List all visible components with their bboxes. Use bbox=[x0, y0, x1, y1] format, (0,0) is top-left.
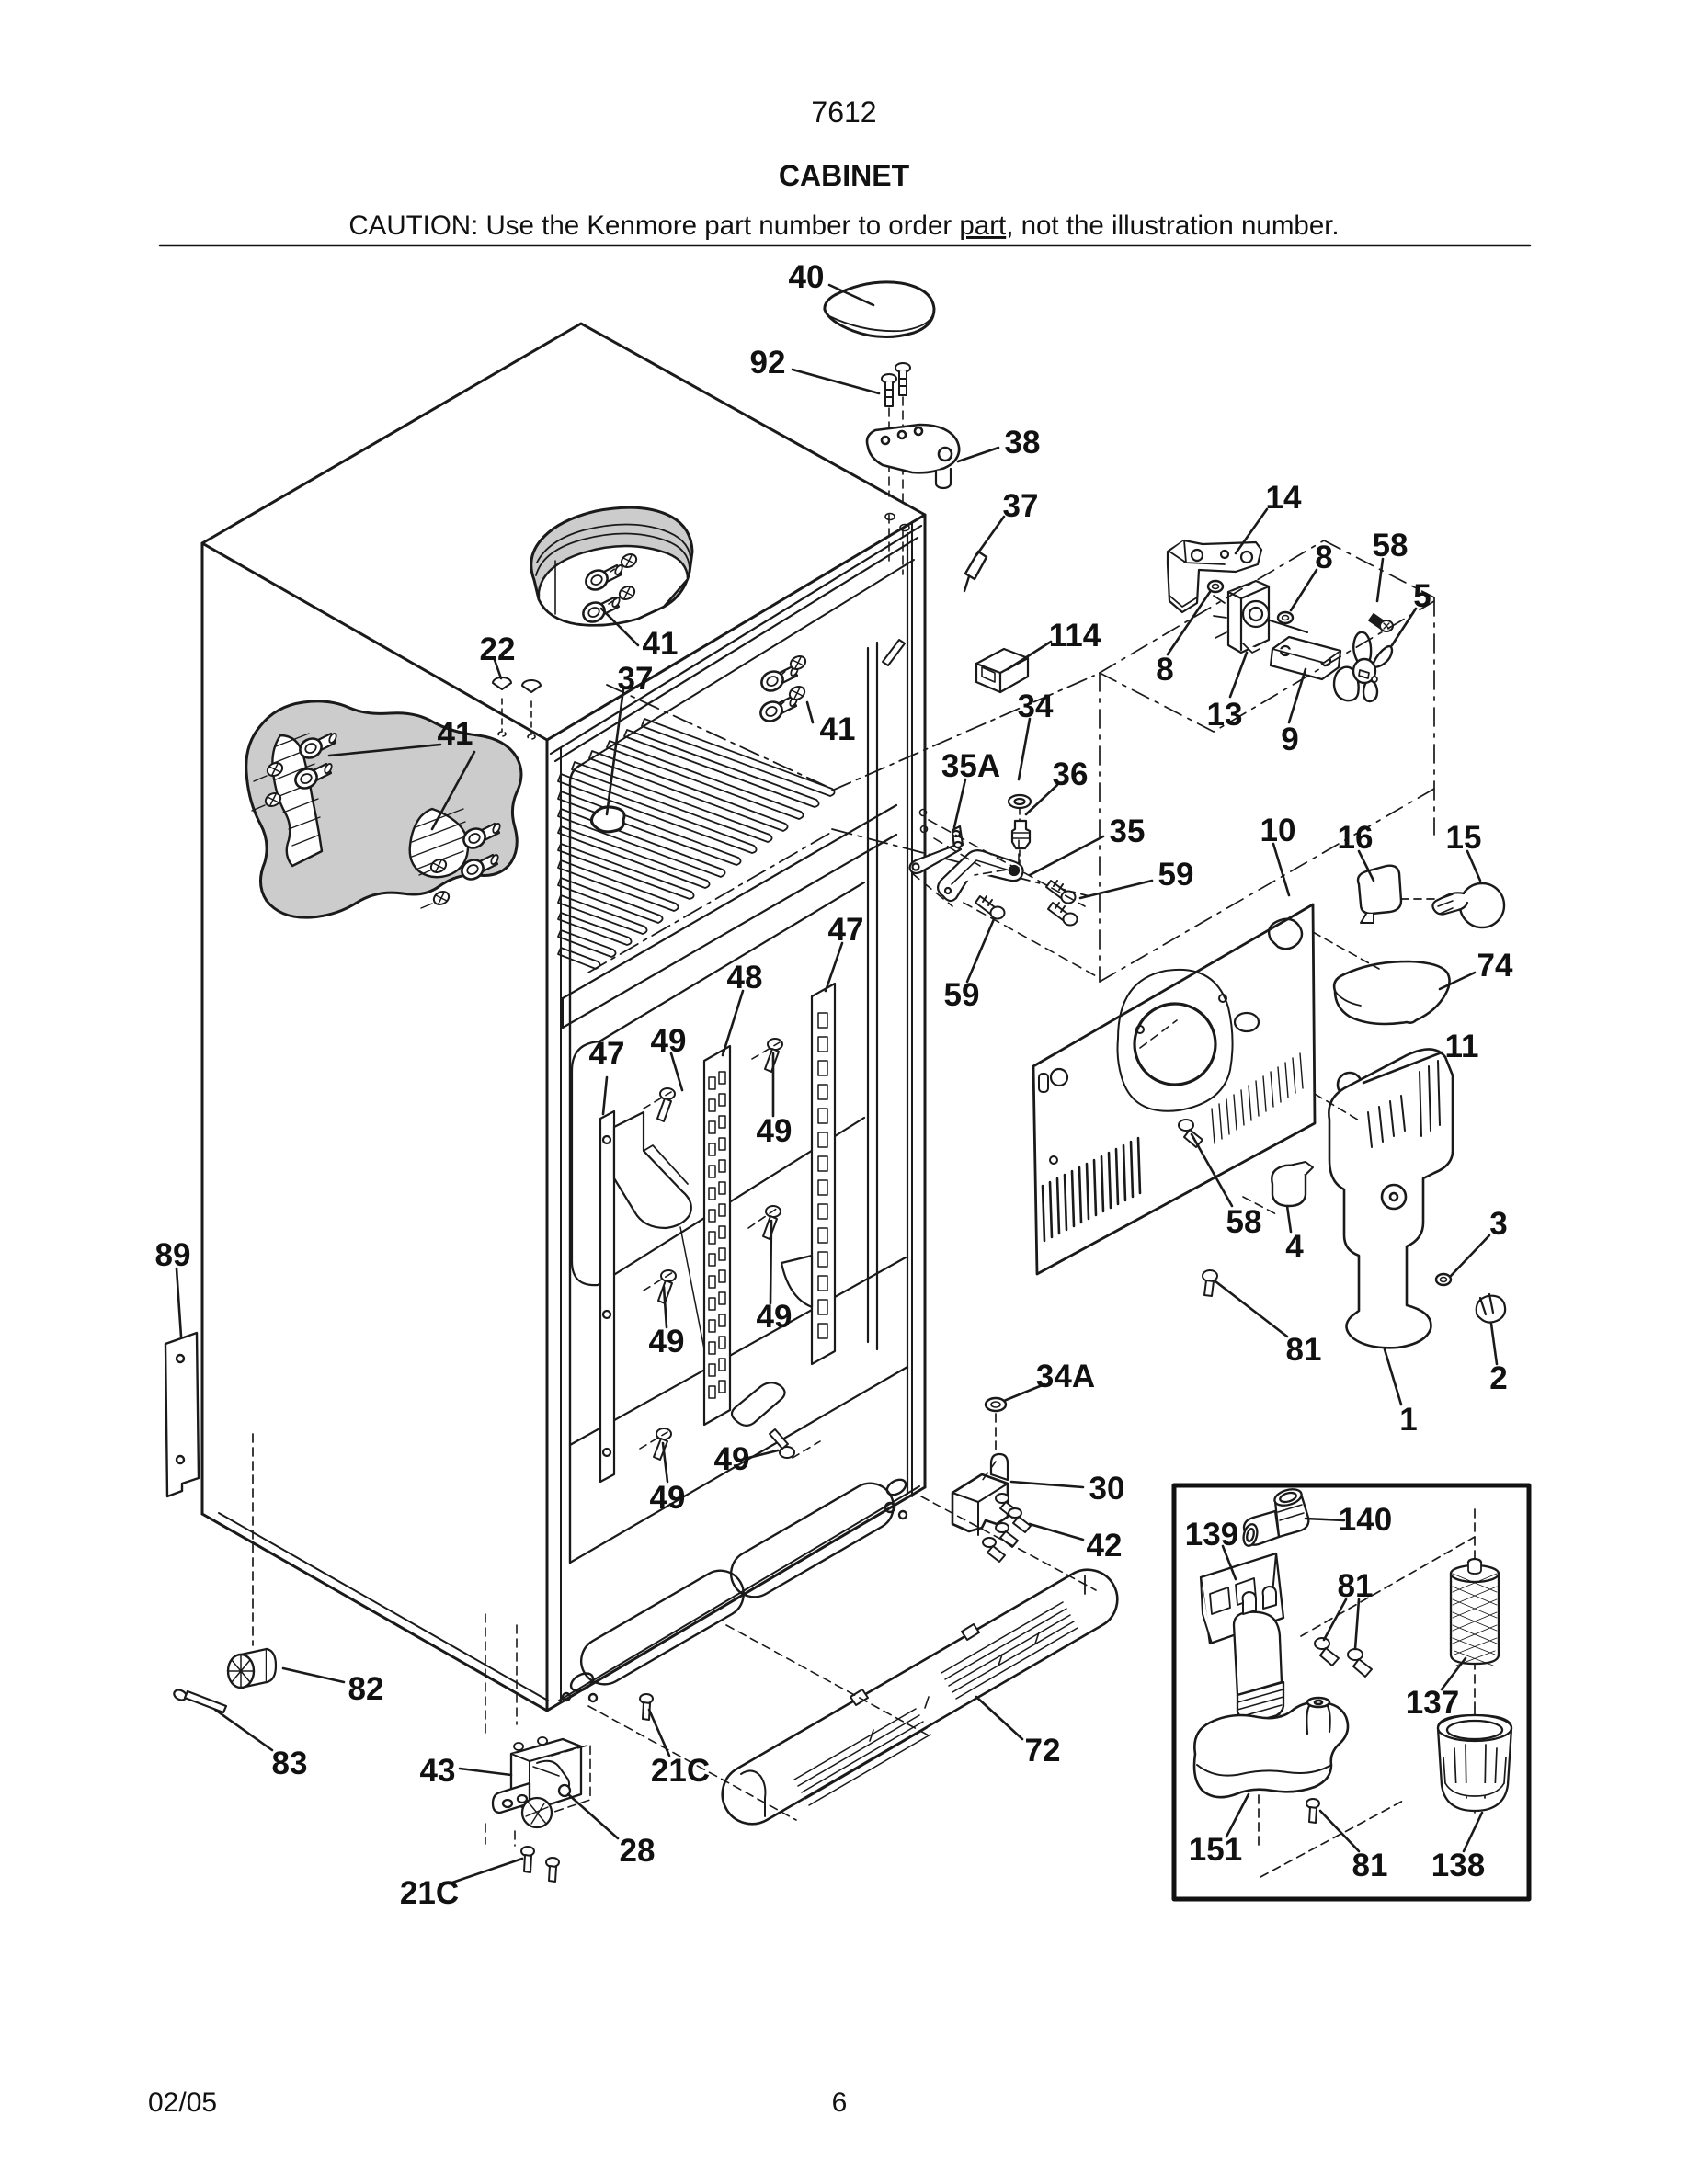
svg-text:8: 8 bbox=[1315, 540, 1332, 575]
svg-text:28: 28 bbox=[620, 1833, 656, 1869]
svg-text:49: 49 bbox=[757, 1299, 793, 1335]
svg-text:37: 37 bbox=[618, 661, 654, 697]
svg-text:89: 89 bbox=[155, 1237, 191, 1273]
svg-text:34A: 34A bbox=[1036, 1359, 1095, 1394]
svg-text:40: 40 bbox=[789, 259, 825, 295]
svg-text:59: 59 bbox=[944, 977, 980, 1013]
svg-text:6: 6 bbox=[832, 2087, 848, 2118]
svg-text:10: 10 bbox=[1260, 813, 1296, 848]
svg-text:82: 82 bbox=[348, 1671, 384, 1707]
svg-text:139: 139 bbox=[1185, 1517, 1238, 1553]
svg-text:49: 49 bbox=[650, 1480, 686, 1516]
svg-text:47: 47 bbox=[589, 1036, 625, 1072]
svg-text:36: 36 bbox=[1053, 756, 1089, 792]
svg-text:14: 14 bbox=[1266, 480, 1302, 516]
svg-text:3: 3 bbox=[1489, 1206, 1507, 1242]
svg-text:47: 47 bbox=[828, 912, 864, 948]
svg-text:81: 81 bbox=[1286, 1332, 1322, 1368]
svg-text:42: 42 bbox=[1087, 1528, 1123, 1564]
svg-text:137: 137 bbox=[1406, 1685, 1459, 1721]
svg-text:15: 15 bbox=[1446, 820, 1482, 856]
svg-text:35: 35 bbox=[1110, 813, 1146, 849]
svg-text:21C: 21C bbox=[400, 1875, 459, 1911]
svg-text:11: 11 bbox=[1445, 1029, 1479, 1064]
svg-text:02/05: 02/05 bbox=[148, 2087, 217, 2118]
svg-text:22: 22 bbox=[480, 631, 516, 667]
svg-text:37: 37 bbox=[1003, 488, 1039, 524]
svg-text:16: 16 bbox=[1338, 820, 1374, 856]
svg-text:34: 34 bbox=[1018, 688, 1054, 724]
svg-text:9: 9 bbox=[1281, 722, 1298, 757]
svg-text:83: 83 bbox=[272, 1746, 308, 1781]
svg-text:4: 4 bbox=[1285, 1229, 1304, 1265]
svg-text:41: 41 bbox=[438, 716, 473, 752]
svg-text:58: 58 bbox=[1226, 1204, 1262, 1240]
svg-text:49: 49 bbox=[757, 1113, 793, 1149]
svg-text:140: 140 bbox=[1339, 1502, 1392, 1538]
svg-text:43: 43 bbox=[420, 1753, 456, 1789]
svg-text:41: 41 bbox=[643, 626, 679, 662]
svg-text:74: 74 bbox=[1477, 948, 1513, 984]
svg-text:72: 72 bbox=[1025, 1733, 1061, 1769]
svg-text:49: 49 bbox=[714, 1441, 750, 1477]
svg-text:48: 48 bbox=[727, 960, 763, 995]
svg-text:7612: 7612 bbox=[811, 96, 876, 129]
svg-text:49: 49 bbox=[649, 1324, 685, 1359]
svg-text:41: 41 bbox=[820, 711, 856, 747]
svg-text:CABINET: CABINET bbox=[779, 159, 910, 192]
svg-text:38: 38 bbox=[1005, 425, 1041, 461]
svg-text:138: 138 bbox=[1431, 1848, 1485, 1883]
svg-text:49: 49 bbox=[651, 1023, 687, 1059]
svg-text:92: 92 bbox=[750, 345, 786, 381]
svg-text:58: 58 bbox=[1373, 528, 1409, 563]
svg-text:13: 13 bbox=[1207, 697, 1243, 733]
svg-text:5: 5 bbox=[1413, 578, 1431, 614]
svg-text:1: 1 bbox=[1399, 1402, 1417, 1438]
svg-text:35A: 35A bbox=[941, 748, 1000, 784]
svg-text:2: 2 bbox=[1489, 1360, 1507, 1396]
svg-text:151: 151 bbox=[1189, 1832, 1242, 1868]
svg-text:114: 114 bbox=[1049, 618, 1101, 654]
svg-text:81: 81 bbox=[1352, 1848, 1388, 1883]
svg-text:59: 59 bbox=[1158, 857, 1194, 893]
svg-text:CAUTION: Use the Kenmore part: CAUTION: Use the Kenmore part number to … bbox=[348, 210, 1339, 241]
svg-text:30: 30 bbox=[1089, 1471, 1125, 1507]
svg-text:81: 81 bbox=[1338, 1568, 1374, 1604]
svg-text:8: 8 bbox=[1156, 652, 1173, 688]
svg-text:21C: 21C bbox=[651, 1753, 710, 1789]
